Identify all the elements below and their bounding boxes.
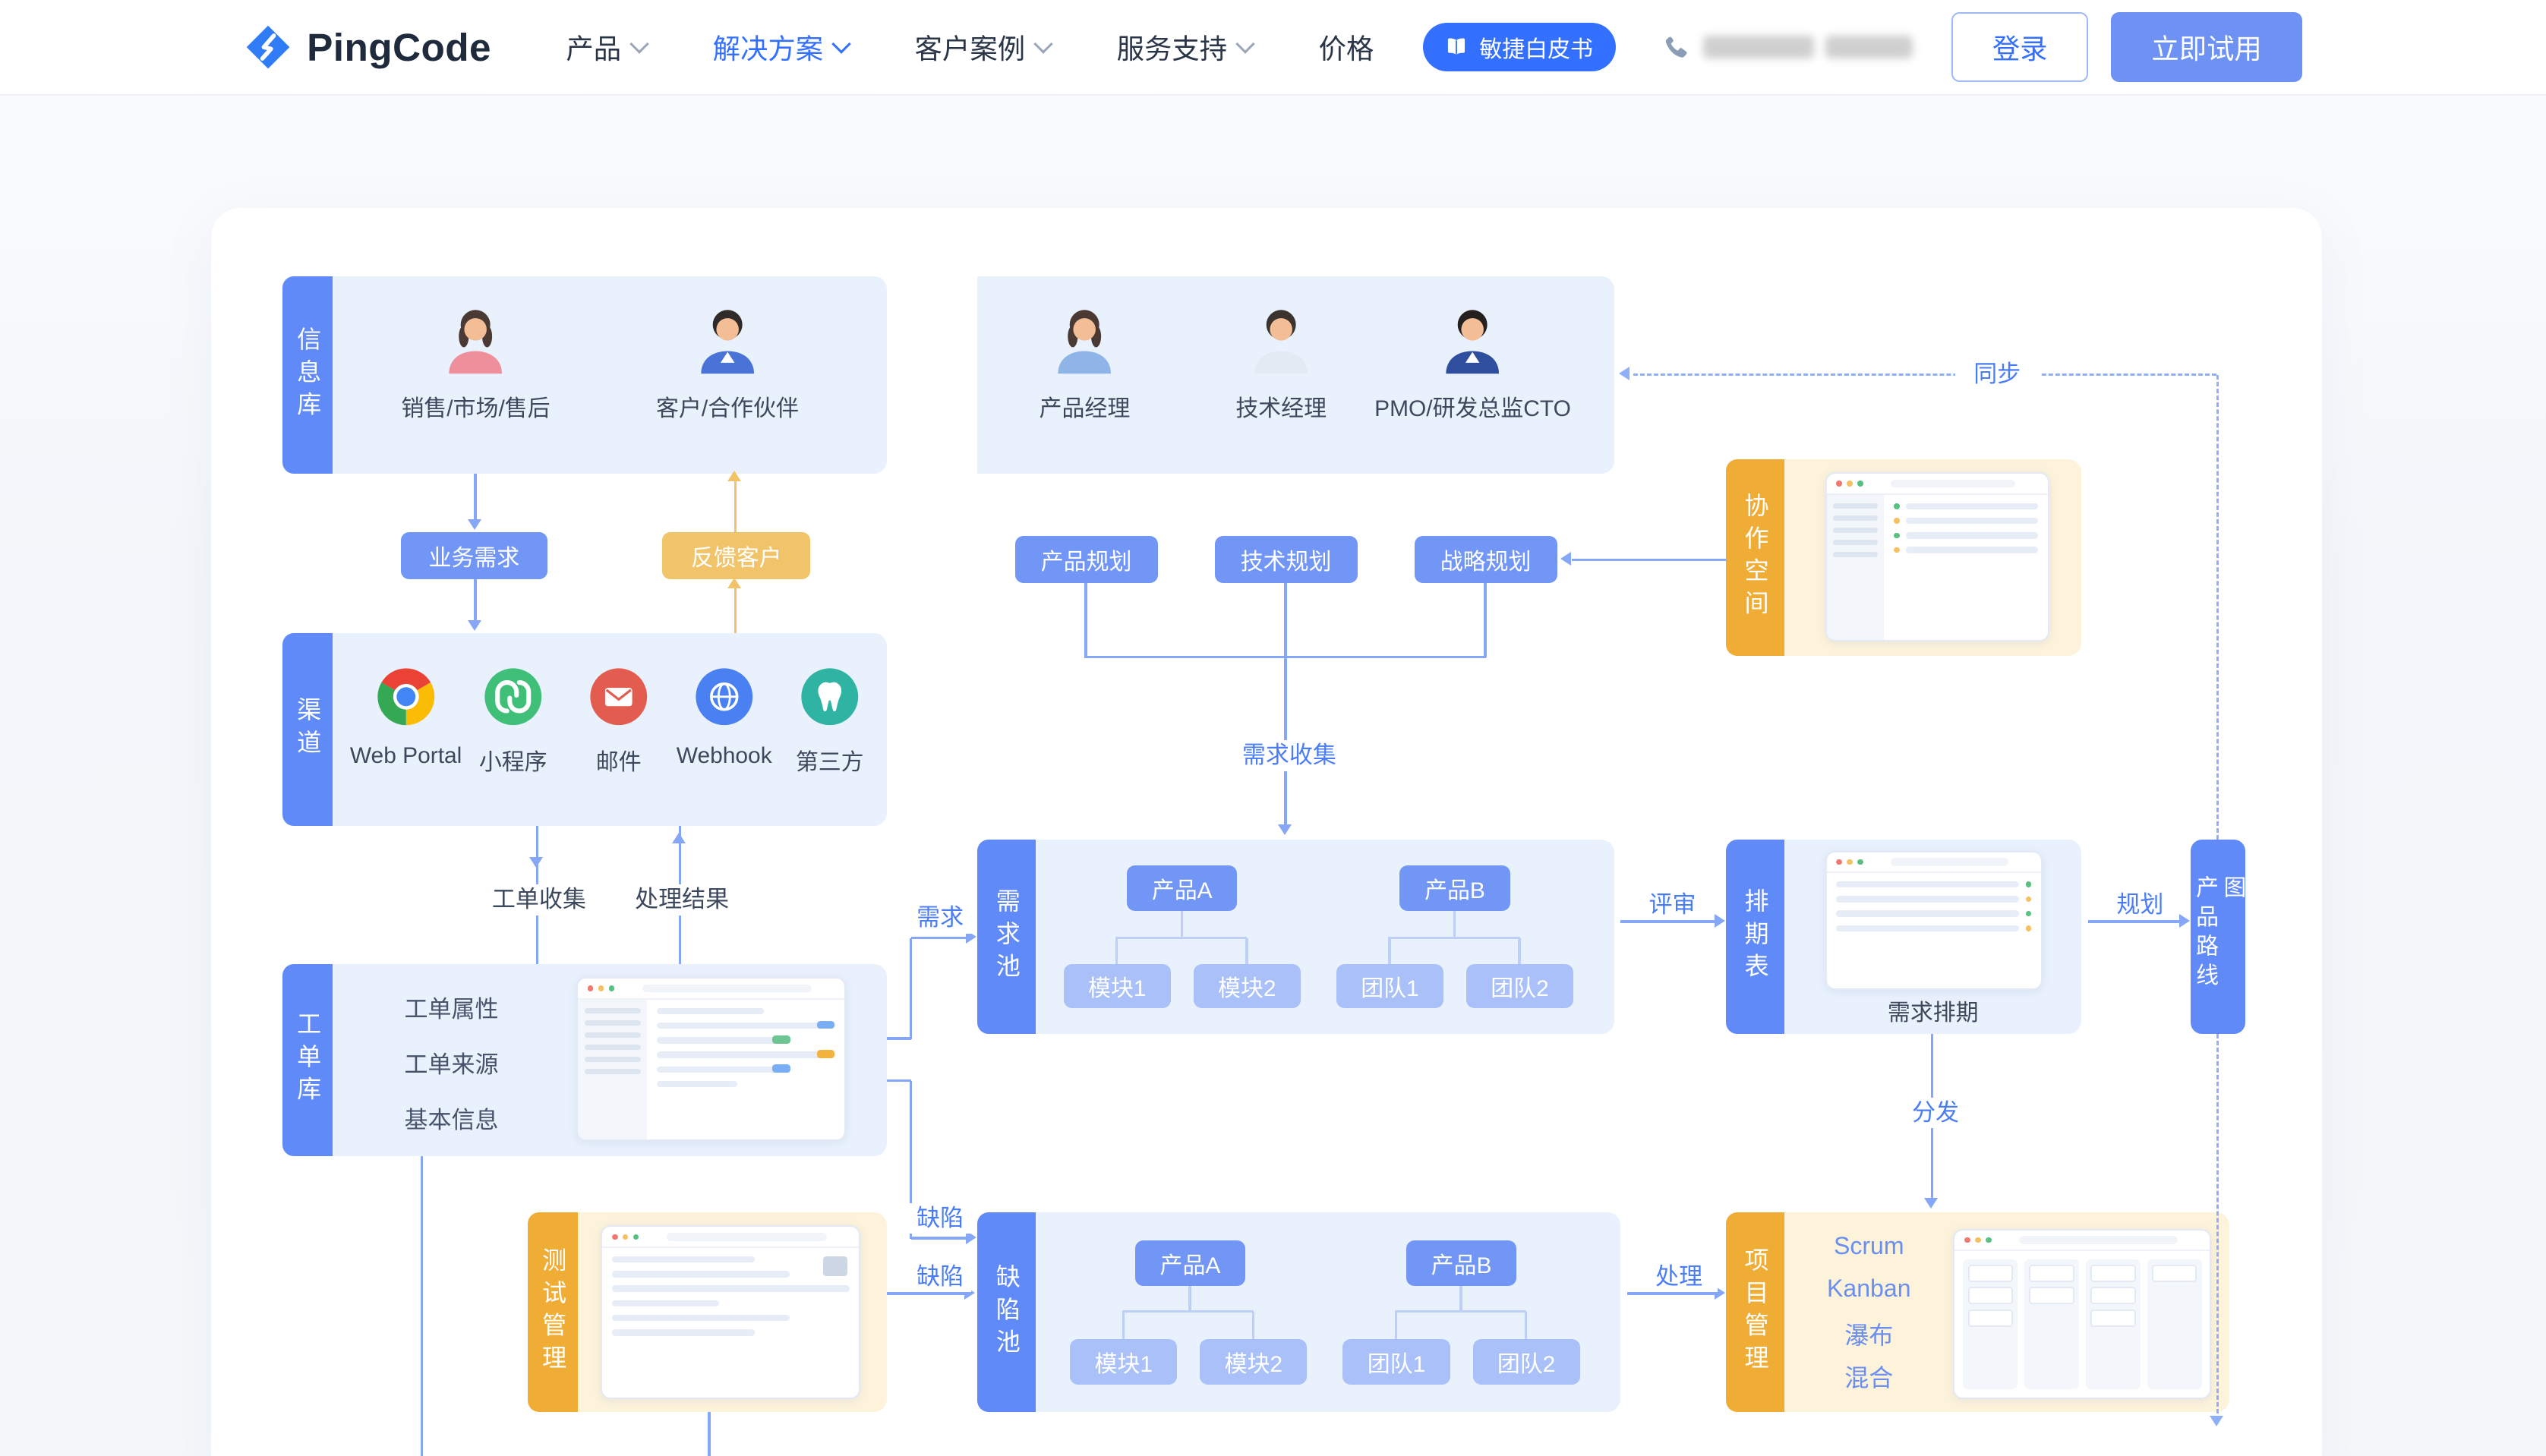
book-icon [1448, 38, 1465, 55]
nav-item-pricing[interactable]: 价格 [1318, 33, 1374, 65]
blurred-phone-number [1825, 36, 1913, 58]
demand-module-2: 模块2 [1193, 964, 1301, 1008]
label-plan: 规划 [2101, 889, 2179, 921]
collab-screenshot-thumbnail [1825, 472, 2049, 641]
channel-miniprogram: 小程序 [445, 664, 582, 777]
chevron-down-icon [629, 34, 649, 54]
ticket-item-source: 工单来源 [404, 1051, 499, 1079]
label-defect-2: 缺陷 [909, 1261, 971, 1293]
male-avatar-icon [701, 309, 754, 373]
demand-product-b: 产品B [1399, 865, 1510, 911]
label-ticket-collect: 工单收集 [477, 884, 601, 916]
main-nav: 产品 解决方案 客户案例 服务支持 价格 [566, 27, 1374, 67]
top-navigation: PingCode 产品 解决方案 客户案例 服务支持 价格 敏捷白皮书 登录 立… [0, 0, 2546, 95]
miniprogram-icon [484, 667, 542, 725]
biz-demand-pill: 业务需求 [401, 532, 547, 580]
female-avatar-icon [449, 309, 503, 373]
ticket-item-attr: 工单属性 [404, 996, 499, 1023]
demand-team-1: 团队1 [1336, 964, 1444, 1008]
male-avatar-icon [1446, 309, 1500, 373]
managers-box [977, 276, 1614, 474]
tab-roadmap: 产品路线图 [2190, 839, 2246, 1035]
tab-test-mgmt: 测试管理 [527, 1212, 579, 1413]
female-avatar-icon [1058, 309, 1112, 373]
label-defect-1: 缺陷 [909, 1202, 971, 1234]
channel-webhook: Webhook [656, 664, 793, 770]
method-hybrid: 混合 [1844, 1363, 1894, 1391]
strategy-plan-pill: 战略规划 [1414, 535, 1557, 583]
trial-button[interactable]: 立即试用 [2110, 12, 2303, 82]
nav-item-customers[interactable]: 客户案例 [915, 27, 1053, 67]
pingcode-logo[interactable]: PingCode [244, 23, 491, 71]
defect-module-2: 模块2 [1200, 1339, 1308, 1385]
chevron-down-icon [831, 34, 851, 54]
demand-product-a: 产品A [1127, 865, 1238, 911]
tab-schedule: 排期表 [1726, 839, 1785, 1035]
blurred-phone-number [1703, 36, 1814, 58]
login-button[interactable]: 登录 [1951, 12, 2088, 82]
persona-tech-manager: 技术经理 [1184, 302, 1379, 423]
tech-plan-pill: 技术规划 [1214, 535, 1358, 583]
tab-info-repo: 信息库 [282, 276, 333, 474]
schedule-screenshot-thumbnail [1825, 850, 2043, 991]
label-dispatch: 分发 [1903, 1097, 1968, 1129]
agile-whitepaper-badge[interactable]: 敏捷白皮书 [1422, 22, 1616, 72]
persona-sales: 销售/市场/售后 [378, 302, 573, 423]
persona-product-manager: 产品经理 [987, 302, 1182, 423]
defect-product-a: 产品A [1134, 1240, 1246, 1286]
channel-web-portal: Web Portal [338, 664, 475, 770]
nav-item-support[interactable]: 服务支持 [1117, 27, 1255, 67]
demand-module-1: 模块1 [1063, 964, 1171, 1008]
project-screenshot-thumbnail [1953, 1228, 2212, 1400]
defect-product-b: 产品B [1406, 1240, 1517, 1286]
defect-team-1: 团队1 [1342, 1339, 1450, 1385]
tab-demand-pool: 需求池 [977, 839, 1036, 1035]
third-party-icon [801, 667, 859, 725]
chevron-down-icon [1235, 34, 1255, 54]
pingcode-logo-icon [246, 25, 290, 69]
ticket-screenshot-thumbnail [576, 977, 847, 1142]
label-sync: 同步 [1954, 358, 2040, 390]
label-demand: 需求 [909, 902, 971, 934]
test-screenshot-thumbnail [601, 1225, 861, 1400]
method-waterfall: 瀑布 [1844, 1322, 1894, 1350]
globe-icon [696, 667, 753, 725]
product-plan-pill: 产品规划 [1014, 535, 1158, 583]
channel-box [333, 632, 887, 827]
male-avatar-icon [1254, 309, 1308, 373]
method-kanban: Kanban [1827, 1274, 1911, 1302]
defect-team-2: 团队2 [1472, 1339, 1580, 1385]
phone-icon [1665, 35, 1687, 58]
label-demand-collect: 需求收集 [1224, 740, 1355, 771]
nav-item-solutions[interactable]: 解决方案 [713, 27, 851, 67]
tab-collab-space: 协作空间 [1726, 459, 1785, 656]
schedule-caption: 需求排期 [1887, 1000, 1979, 1026]
ticket-item-basic: 基本信息 [404, 1106, 499, 1133]
chevron-down-icon [1033, 34, 1053, 54]
defect-module-1: 模块1 [1070, 1339, 1178, 1385]
label-review: 评审 [1633, 889, 1712, 921]
mail-icon [590, 667, 648, 725]
logo-text: PingCode [307, 25, 491, 69]
channel-third-party: 第三方 [762, 664, 898, 777]
channel-email: 邮件 [551, 664, 687, 777]
info-repo-box [333, 276, 887, 474]
persona-pmo: PMO/研发总监CTO [1354, 302, 1591, 423]
tab-defect-pool: 缺陷池 [977, 1212, 1036, 1413]
chrome-browser-icon [377, 667, 435, 725]
tab-channel: 渠道 [282, 632, 333, 827]
label-process: 处理 [1639, 1261, 1718, 1293]
label-handle-result: 处理结果 [620, 884, 744, 916]
feedback-pill: 反馈客户 [662, 532, 811, 580]
demand-team-2: 团队2 [1465, 964, 1574, 1008]
tab-project-mgmt: 项目管理 [1726, 1212, 1785, 1413]
method-scrum: Scrum [1833, 1232, 1904, 1260]
persona-customer: 客户/合作伙伴 [630, 302, 825, 423]
phone-number [1661, 32, 1913, 63]
tab-ticket-repo: 工单库 [282, 964, 333, 1156]
nav-item-products[interactable]: 产品 [566, 27, 649, 67]
